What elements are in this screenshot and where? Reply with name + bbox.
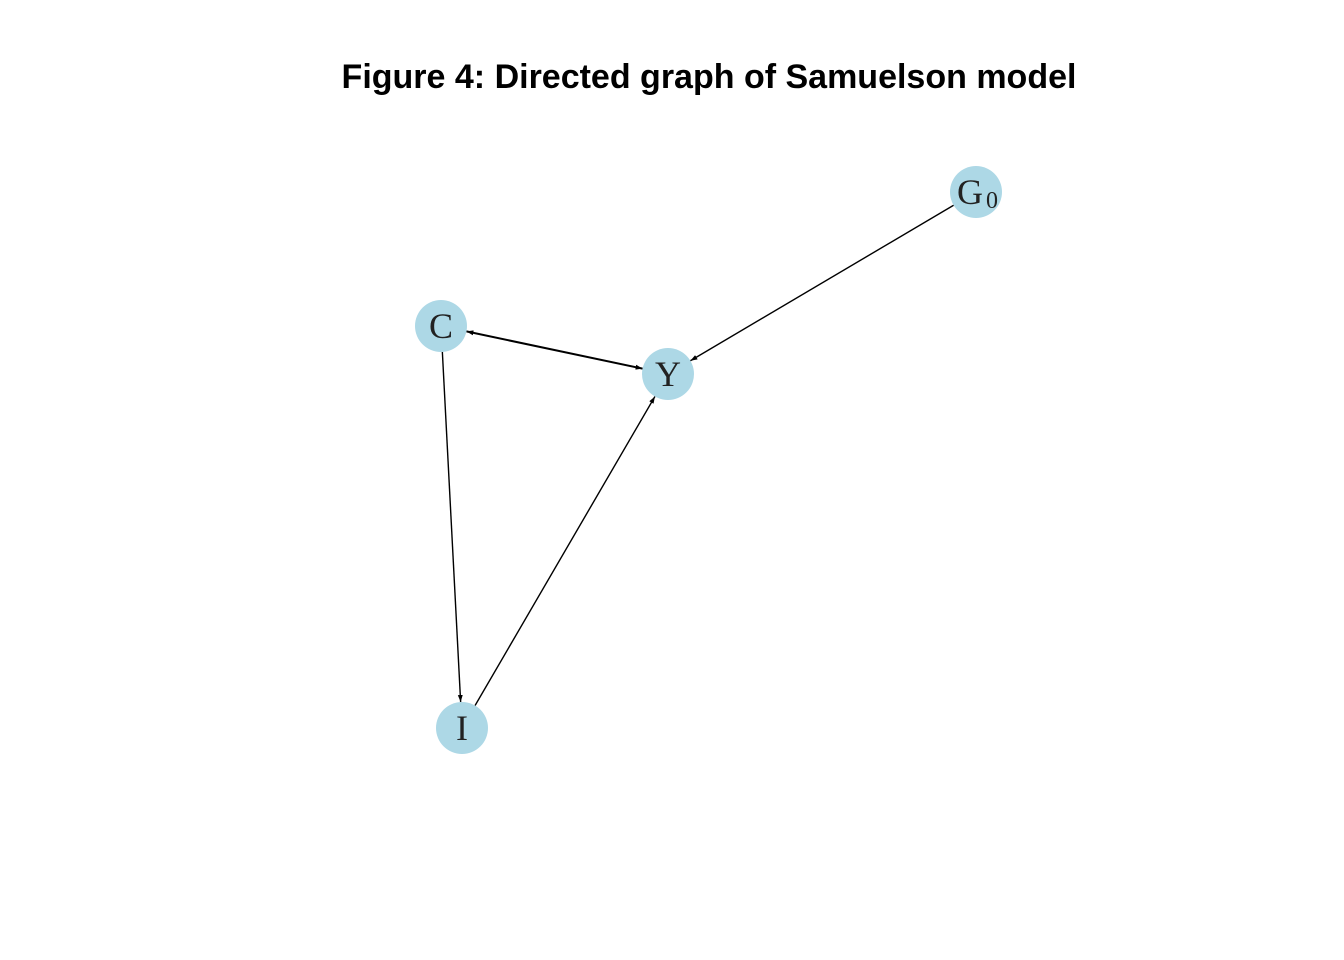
node-circle — [436, 702, 488, 754]
edge-c-y — [466, 330, 643, 370]
node-label: Y — [655, 354, 681, 394]
node-c: C — [415, 300, 467, 352]
edge-c-i — [441, 351, 463, 703]
node-label-subscript: 0 — [986, 188, 998, 214]
figure-title: Figure 4: Directed graph of Samuelson mo… — [341, 58, 1077, 96]
edge-g0-y — [690, 204, 954, 362]
node-y: Y — [642, 348, 694, 400]
edges-layer — [441, 204, 954, 706]
node-circle — [642, 348, 694, 400]
node-label: G — [957, 172, 983, 212]
node-circle — [950, 166, 1002, 218]
node-label: I — [456, 708, 468, 748]
edge-i-y — [474, 396, 656, 706]
node-i: I — [436, 702, 488, 754]
node-label: C — [429, 306, 453, 346]
node-circle — [415, 300, 467, 352]
